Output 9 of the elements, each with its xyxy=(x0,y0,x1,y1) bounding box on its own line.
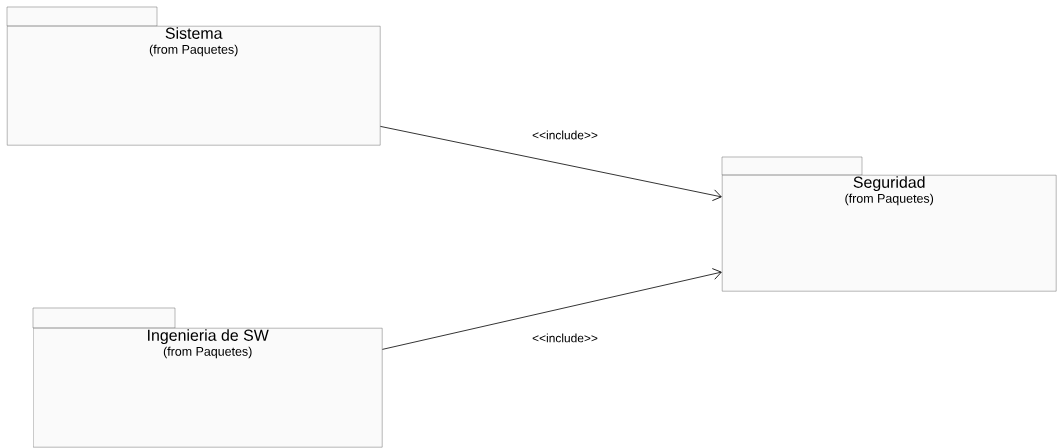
package-box: Ingenieria de SW (from Paquetes) xyxy=(32,307,383,448)
package-box: Sistema (from Paquetes) xyxy=(6,6,381,146)
node-label: (from Paquetes) xyxy=(163,346,252,359)
arrow xyxy=(380,126,722,201)
edge-label: <<include>> xyxy=(531,129,599,141)
arrow xyxy=(382,268,722,350)
edge-label: <<include>> xyxy=(531,332,599,344)
node-label: Ingenieria de SW xyxy=(148,329,269,345)
package-box: Seguridad (from Paquetes) xyxy=(721,156,1057,292)
